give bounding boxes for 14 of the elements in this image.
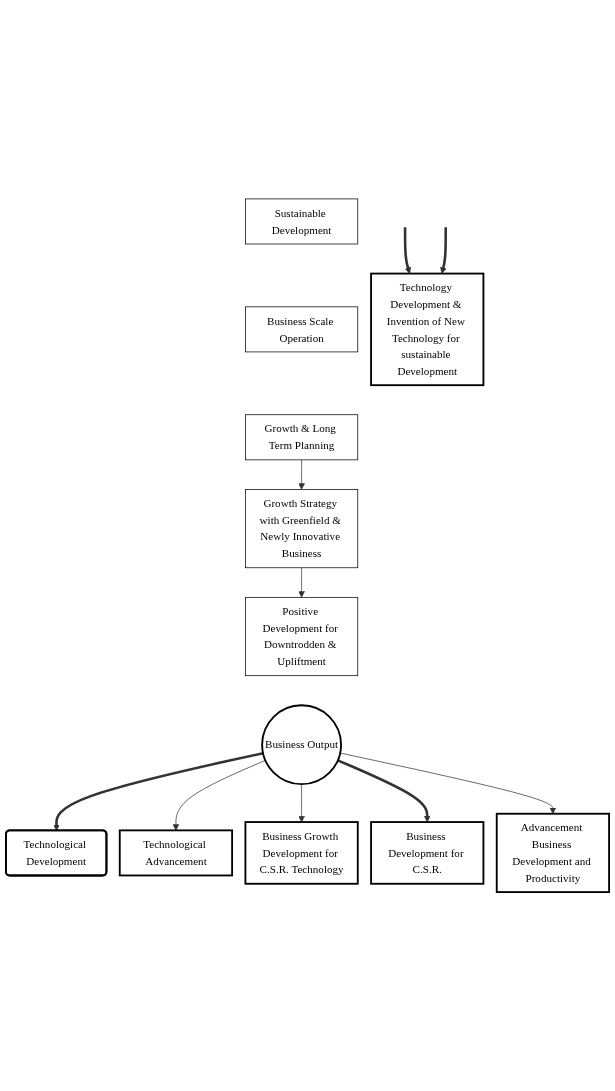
node-box: Business Development for C.S.R.: [370, 821, 485, 885]
arrow: [403, 227, 412, 274]
node-box: Positive Development for Downtrodden & Upliftment: [245, 596, 359, 677]
arrow: [337, 759, 431, 823]
node-box: Advancement Business Development and Productivity: [495, 812, 610, 893]
node-box: Sustainable Development: [245, 198, 359, 245]
node-box: Technology Development & Invention of New Technology for sustainable Development: [370, 272, 485, 387]
node-circle: Business Output: [261, 704, 342, 786]
node-box: Growth Strategy with Greenfield & Newly Innovative Business: [245, 489, 359, 569]
node-box: Growth & Long Term Planning: [245, 414, 359, 461]
arrow: [440, 227, 448, 274]
node-box: Business Scale Operation: [245, 306, 359, 353]
node-box: Technological Advancement: [118, 829, 234, 877]
node-box: Business Growth Development for C.S.R. Technology: [244, 821, 359, 885]
